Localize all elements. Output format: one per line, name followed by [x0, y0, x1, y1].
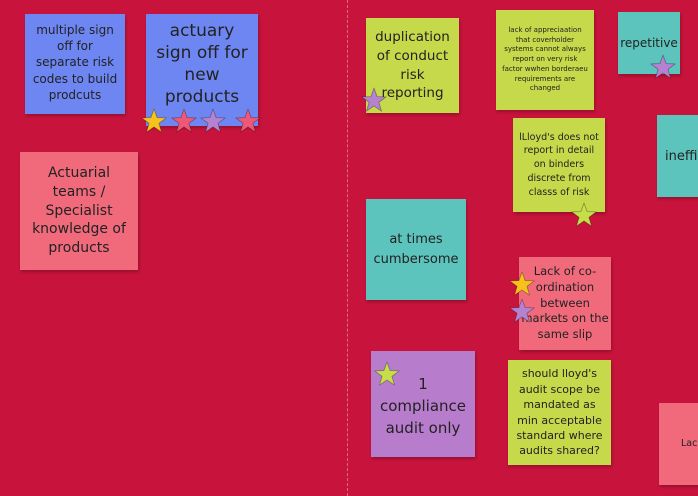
sticky-note-inefficient[interactable]: ineffi: [657, 115, 698, 197]
vote-star-icon[interactable]: [171, 108, 197, 134]
sticky-note-text: duplication of conduct risk reporting: [375, 28, 450, 102]
vote-star-icon[interactable]: [571, 202, 597, 228]
sticky-note-one-compliance-audit[interactable]: 1 compliance audit only: [371, 351, 475, 457]
sticky-note-lack-technology[interactable]: Lac techno Lloyd's ordi bet: [659, 403, 698, 485]
sticky-note-lloyds-does-not-report[interactable]: lLloyd's does not report in detail on bi…: [513, 118, 605, 212]
sticky-note-text: Lack of co-ordination between markets on…: [521, 263, 609, 342]
sticky-note-text: repetitive: [620, 36, 678, 50]
sticky-note-lack-of-coordination[interactable]: Lack of co-ordination between markets on…: [519, 257, 611, 350]
sticky-note-text: ineffi: [665, 148, 698, 164]
sticky-note-lack-of-appreciation[interactable]: lack of appreciaation that coverholder s…: [496, 10, 594, 110]
vote-star-icon[interactable]: [509, 298, 535, 324]
sticky-note-multiple-sign-off[interactable]: multiple sign off for separate risk code…: [25, 14, 125, 114]
sticky-note-text: lack of appreciaation that coverholder s…: [502, 25, 588, 93]
sticky-note-text: 1 compliance audit only: [379, 375, 467, 437]
sticky-note-text: Lac techno Lloyd's ordi bet: [681, 438, 698, 450]
sticky-note-duplication-conduct-risk[interactable]: duplication of conduct risk reporting: [366, 18, 459, 113]
vote-star-icon[interactable]: [374, 361, 400, 387]
sticky-note-repetitive[interactable]: repetitive: [618, 12, 680, 74]
sticky-note-lloyds-audit-scope[interactable]: should lloyd's audit scope be mandated a…: [508, 360, 611, 465]
sticky-note-text: at times cumbersome: [373, 232, 459, 267]
sticky-note-text: actuary sign off for new products: [156, 21, 248, 108]
sticky-note-text: multiple sign off for separate risk code…: [32, 23, 118, 102]
vote-star-icon[interactable]: [361, 87, 387, 113]
sticky-note-at-times-cumbersome[interactable]: at times cumbersome: [366, 199, 466, 300]
vote-star-icon[interactable]: [650, 54, 676, 80]
vote-star-icon[interactable]: [509, 271, 535, 297]
vote-star-icon[interactable]: [235, 108, 261, 134]
sticky-note-text: lLloyd's does not report in detail on bi…: [519, 131, 599, 198]
sticky-note-text: should lloyd's audit scope be mandated a…: [516, 367, 603, 458]
sticky-note-actuarial-teams[interactable]: Actuarial teams / Specialist knowledge o…: [20, 152, 138, 270]
board-section-divider: [347, 0, 348, 496]
sticky-note-actuary-sign-off[interactable]: actuary sign off for new products: [146, 14, 258, 126]
vote-star-icon[interactable]: [200, 108, 226, 134]
vote-star-icon[interactable]: [141, 108, 167, 134]
sticky-note-text: Actuarial teams / Specialist knowledge o…: [32, 164, 126, 257]
